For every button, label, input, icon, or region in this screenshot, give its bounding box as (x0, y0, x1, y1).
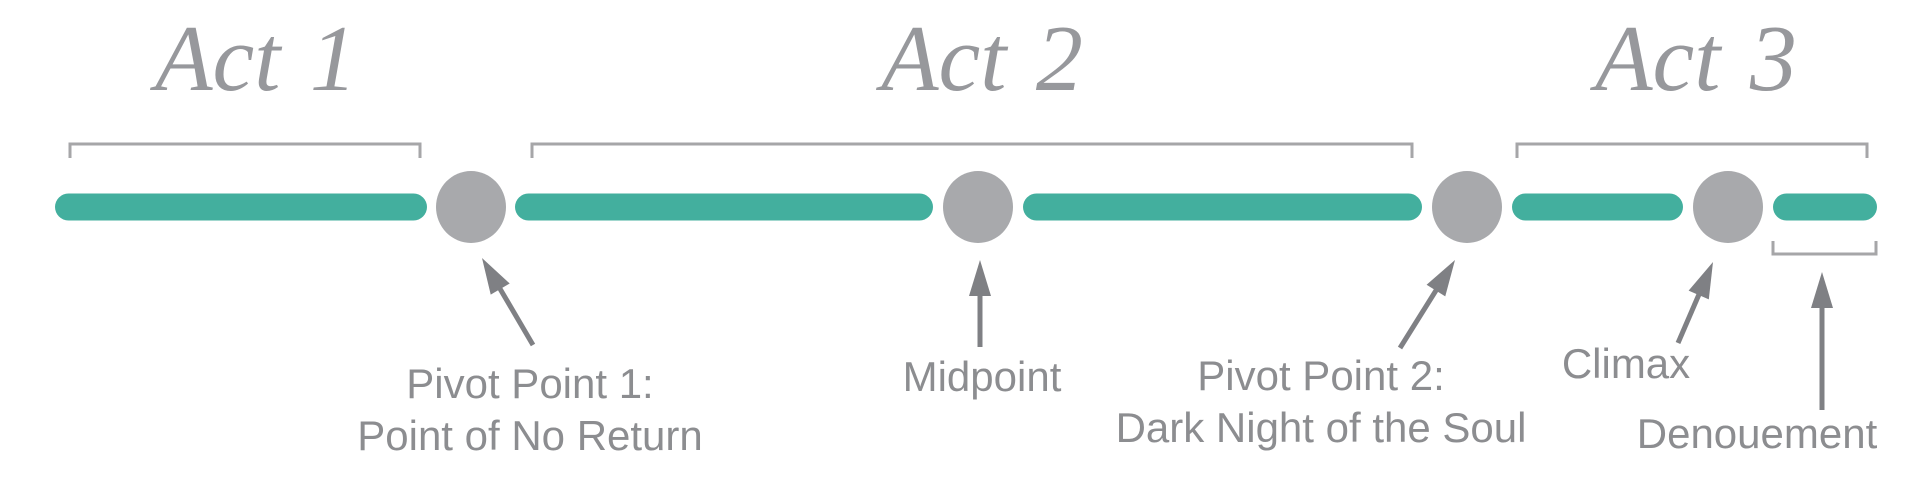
climax-marker (1693, 171, 1763, 243)
climax-label: Climax (1562, 338, 1690, 390)
act-3-bracket (1515, 142, 1869, 158)
pivot-point-1-label-line-1: Pivot Point 1: (406, 360, 654, 407)
act-1-title: Act 1 (155, 7, 357, 111)
act-3-title: Act 3 (1595, 7, 1797, 111)
denouement-arrow (1811, 272, 1833, 410)
pivot-point-2-arrow (1397, 260, 1455, 350)
act-2-bracket (530, 142, 1414, 158)
midpoint-arrow (969, 260, 991, 347)
denouement-label: Denouement (1637, 408, 1878, 460)
pivot-point-1-arrow (482, 258, 536, 347)
climax-arrow (1675, 262, 1713, 344)
act-1-bracket (68, 142, 422, 158)
denouement-label-line-1: Denouement (1636, 410, 1878, 457)
timeline-bar (55, 193, 1877, 221)
pivot-point-1-label: Pivot Point 1: Point of No Return (357, 358, 703, 462)
climax-label-line-1: Climax (1561, 340, 1691, 387)
pivot-point-2-marker (1432, 171, 1502, 243)
timeline-segment-act3a (1512, 193, 1683, 221)
timeline-segment-denouement (1773, 193, 1877, 221)
pivot-point-2-label-line-1: Pivot Point 2: (1197, 352, 1445, 399)
pivot-point-1-marker (436, 171, 506, 243)
midpoint-label-line-1: Midpoint (902, 353, 1062, 400)
act-2-title: Act 2 (881, 7, 1083, 111)
denouement-bracket (1771, 241, 1878, 256)
midpoint-marker (943, 171, 1013, 243)
timeline-segment-act2a (515, 193, 933, 221)
midpoint-label: Midpoint (903, 351, 1062, 403)
pivot-point-2-label-line-2: Dark Night of the Soul (1115, 404, 1527, 451)
timeline-segment-act1 (55, 193, 427, 221)
timeline-segment-act2b (1023, 193, 1422, 221)
pivot-point-1-label-line-2: Point of No Return (357, 412, 703, 459)
pivot-point-2-label: Pivot Point 2: Dark Night of the Soul (1116, 350, 1527, 454)
